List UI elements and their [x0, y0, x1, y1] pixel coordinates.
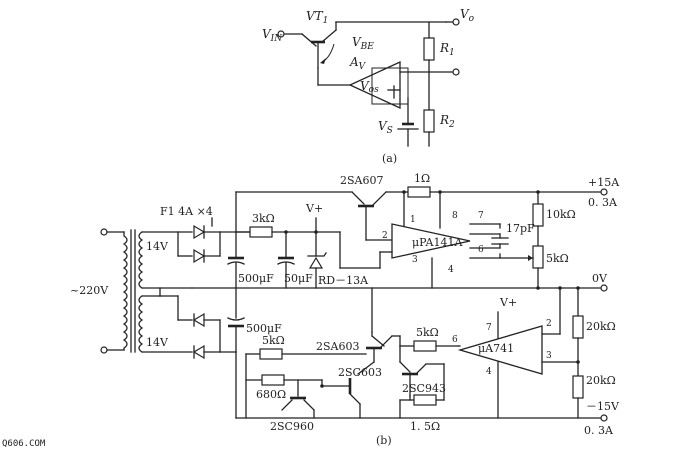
bridge-diode-2 [193, 248, 206, 264]
r-5k-left [259, 348, 283, 360]
vin-label: VIN [262, 27, 283, 44]
upa141a-amplifier [391, 223, 471, 259]
r5k-mid-label: 5kΩ [416, 326, 439, 339]
r1-label: R1 [439, 41, 455, 58]
ua741-pin3-label: 3 [546, 351, 552, 361]
r-680ohm [261, 374, 285, 386]
r-20k-top [572, 315, 584, 339]
r2-label: R2 [439, 113, 455, 130]
tap-terminal [452, 68, 460, 76]
c50-label: 50μF [284, 272, 313, 285]
q2sa607-label: 2SA607 [340, 174, 383, 187]
vt1-transistor [301, 21, 337, 69]
q-2sa607 [351, 191, 387, 241]
vo-label: Vo [460, 7, 475, 24]
q-2sa603 [366, 331, 393, 363]
pin1-label: 1 [410, 215, 416, 225]
pin8-label: 8 [452, 211, 458, 221]
r-20k-bottom [572, 375, 584, 399]
pin7-label: 7 [478, 211, 484, 221]
r680-label: 680Ω [256, 388, 286, 401]
c500b-label: 500μF [246, 322, 282, 335]
r10k-label: 10kΩ [546, 208, 576, 221]
ua741-pin6-label: 6 [452, 335, 458, 345]
bridge-diode-3 [192, 312, 205, 328]
vbe-label: VBE [352, 35, 374, 52]
upa141-label: μPA141A [412, 236, 463, 249]
r1ohm-label: 1Ω [414, 172, 430, 185]
r1-resistor [423, 37, 435, 61]
watermark: Q606.COM [2, 439, 46, 449]
q-2sc960 [281, 379, 315, 419]
r5k-left-label: 5kΩ [262, 334, 285, 347]
ua741-label: μA741 [478, 342, 514, 355]
r20k-bottom-label: 20kΩ [586, 374, 616, 387]
transformer [122, 229, 144, 353]
zener-label: RD－13A [318, 274, 369, 287]
zener-rd13a [307, 231, 327, 289]
q2sc603-label: 2SC603 [338, 366, 382, 379]
r-1-5ohm [413, 394, 437, 406]
bridge-diode-1 [193, 224, 206, 240]
diagram-b: F1 4A ×4 14V 14V ~220V 3kΩ V+ 500μF 50μF… [70, 172, 620, 447]
caption-b: (b) [376, 434, 392, 447]
out-pos-label: +15A [588, 176, 620, 189]
v14-top-label: 14V [146, 240, 169, 253]
out-neg-label: －15V [586, 400, 620, 413]
r20k-top-label: 20kΩ [586, 320, 616, 333]
caption-a: (a) [382, 152, 397, 165]
r-5k-pot [532, 245, 544, 269]
zero-volt-terminal [600, 284, 608, 292]
ua741-opamp [457, 325, 543, 375]
q2sc960-label: 2SC960 [270, 420, 314, 433]
vplus-top-label: V+ [305, 202, 323, 215]
ua741-pin4-label: 4 [486, 367, 492, 377]
ua741-pin2-label: 2 [546, 319, 552, 329]
out-neg-current-label: 0. 3A [584, 424, 614, 437]
mains-terminal-bottom [100, 346, 108, 354]
vos-label: Vos [360, 79, 379, 95]
pin3-label: 3 [412, 255, 418, 265]
r-5k-mid [413, 340, 437, 352]
c500a-label: 500μF [238, 272, 274, 285]
cap-500uf-top [227, 231, 245, 289]
r2-resistor [423, 109, 435, 133]
out-pos-current-label: 0. 3A [588, 196, 618, 209]
zero-volt-label: 0V [592, 272, 608, 285]
fuse-label: F1 4A ×4 [160, 205, 213, 218]
vo-terminal [452, 18, 460, 26]
pin6-label: 6 [478, 245, 484, 255]
v14-bottom-label: 14V [146, 336, 169, 349]
pin2-label: 2 [382, 231, 388, 241]
c17p-label: 17pF [506, 222, 535, 235]
vin-terminal [277, 30, 285, 38]
vt1-label: VT1 [306, 9, 328, 26]
neg15-terminal [600, 414, 608, 422]
r5k-right-label: 5kΩ [546, 252, 569, 265]
cap-17pf [491, 233, 509, 249]
cap-500uf-bottom [227, 287, 245, 353]
vs-label: VS [378, 119, 393, 136]
r1-5-label: 1. 5Ω [410, 420, 440, 433]
bridge-diode-4 [192, 344, 205, 360]
q2sc943-label: 2SC943 [402, 382, 446, 395]
ua741-pin7-label: 7 [486, 323, 492, 333]
r-1ohm [407, 186, 431, 198]
vos-box [371, 67, 409, 105]
q2sa603-label: 2SA603 [316, 340, 359, 353]
mains-label: ~220V [70, 284, 109, 297]
cap-50uf [277, 231, 295, 289]
pin4-label: 4 [448, 265, 454, 275]
av-label: AV [349, 55, 367, 72]
pos15-terminal [600, 188, 608, 196]
r3k-label: 3kΩ [252, 212, 275, 225]
vplus-bottom-label: V+ [499, 296, 517, 309]
diagram-a: VIN Vo VT1 VBE AV Vos VS R1 R2 (a) [262, 7, 475, 165]
mains-terminal-top [100, 228, 108, 236]
r-3k [249, 226, 273, 238]
av-opamp [348, 60, 401, 110]
q-2sc943 [399, 345, 427, 397]
